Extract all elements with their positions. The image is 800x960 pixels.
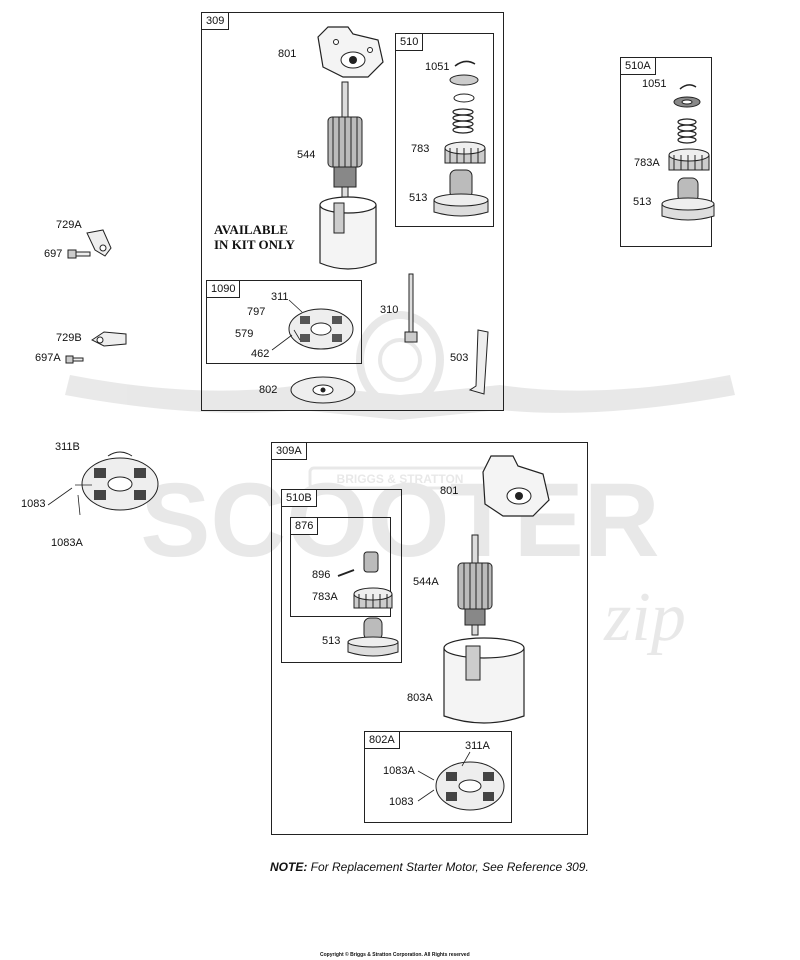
- end-plate-802-part: [290, 376, 356, 404]
- drive-513-part: [433, 169, 489, 217]
- drive-nut-part: [363, 551, 379, 573]
- box-510b: 510B: [281, 489, 402, 663]
- label-783: 783: [411, 143, 430, 155]
- label-544a: 544A: [413, 576, 439, 588]
- plate-729a-part: [86, 229, 112, 257]
- box-510a-tag: 510A: [621, 58, 656, 75]
- label-311a: 311A: [465, 740, 490, 752]
- collar-510a-part: [673, 96, 701, 108]
- label-783a-876: 783A: [312, 591, 338, 603]
- gear-783-part: [444, 141, 486, 164]
- label-729b: 729B: [56, 332, 82, 344]
- label-797: 797: [247, 306, 266, 318]
- label-1083a-802a: 1083A: [383, 765, 415, 777]
- box-802a: 802A: [364, 731, 512, 823]
- brush-assembly-311a-part: [435, 761, 505, 811]
- armature-544a-part: [457, 534, 493, 636]
- bracket-801-309a-part: [482, 455, 550, 517]
- label-513-510a: 513: [633, 196, 652, 208]
- box-510: 510: [395, 33, 494, 227]
- label-697: 697: [44, 248, 63, 260]
- replacement-note: NOTE: For Replacement Starter Motor, See…: [270, 860, 589, 874]
- screw-697-part: [67, 249, 91, 259]
- label-310: 310: [380, 304, 399, 316]
- bolt-310-part: [404, 273, 418, 343]
- label-311b: 311B: [55, 441, 80, 453]
- spring-part: [452, 108, 474, 134]
- box-1090-tag: 1090: [207, 281, 241, 298]
- label-1051-510a: 1051: [642, 78, 667, 90]
- label-1083a: 1083A: [51, 537, 83, 549]
- clip-1051-510a-part: [679, 84, 697, 90]
- label-801: 801: [278, 48, 297, 60]
- pin-896-part: [337, 569, 355, 577]
- label-513-510b: 513: [322, 635, 341, 647]
- label-729a: 729A: [56, 219, 82, 231]
- label-697a: 697A: [35, 352, 61, 364]
- label-1051: 1051: [425, 61, 450, 73]
- label-544: 544: [297, 149, 316, 161]
- housing-803a-part: [443, 637, 525, 724]
- box-876: 876: [290, 517, 391, 617]
- label-896: 896: [312, 569, 331, 581]
- box-1090: 1090: [206, 280, 362, 364]
- plate-729b-part: [91, 331, 127, 347]
- label-803a: 803A: [407, 692, 433, 704]
- box-510-tag: 510: [396, 34, 424, 51]
- label-1083: 1083: [21, 498, 46, 510]
- label-513: 513: [409, 192, 428, 204]
- label-1083-802a: 1083: [389, 796, 414, 808]
- label-579: 579: [235, 328, 254, 340]
- box-510b-tag: 510B: [282, 490, 317, 507]
- kit-line-1: AVAILABLE: [214, 222, 288, 237]
- label-801-309a: 801: [440, 485, 459, 497]
- box-876-tag: 876: [291, 518, 319, 535]
- drive-513-510b-part: [347, 617, 399, 657]
- spring-510a-part: [677, 118, 697, 144]
- housing-part: [319, 196, 377, 270]
- note-text: For Replacement Starter Motor, See Refer…: [307, 860, 589, 874]
- label-783a: 783A: [634, 157, 660, 169]
- label-802: 802: [259, 384, 278, 396]
- gear-783a-876-part: [353, 587, 393, 609]
- box-309: 309: [201, 12, 504, 411]
- kit-availability-note: AVAILABLE IN KIT ONLY: [214, 222, 295, 252]
- strip-503-part: [468, 329, 489, 395]
- box-802a-tag: 802A: [365, 732, 400, 749]
- box-510a: 510A: [620, 57, 712, 247]
- label-311: 311: [271, 291, 289, 303]
- label-503: 503: [450, 352, 469, 364]
- gear-783a-part: [668, 148, 710, 171]
- collar-part: [449, 74, 479, 103]
- box-309a-tag: 309A: [272, 443, 307, 460]
- box-309-tag: 309: [202, 13, 230, 30]
- clip-1051-part: [454, 60, 476, 67]
- brush-assembly-311-part: [288, 308, 354, 350]
- brush-assembly-311b-part: [81, 451, 159, 511]
- label-462: 462: [251, 348, 270, 360]
- armature-544-part: [327, 81, 363, 198]
- bracket-801-part: [317, 26, 384, 78]
- drive-513-510a-part: [661, 177, 715, 221]
- note-prefix: NOTE:: [270, 860, 308, 874]
- copyright: Copyright © Briggs & Stratton Corporatio…: [320, 952, 470, 958]
- screw-697a-part: [65, 355, 84, 364]
- kit-line-2: IN KIT ONLY: [214, 237, 295, 252]
- box-309a: 309A: [271, 442, 588, 835]
